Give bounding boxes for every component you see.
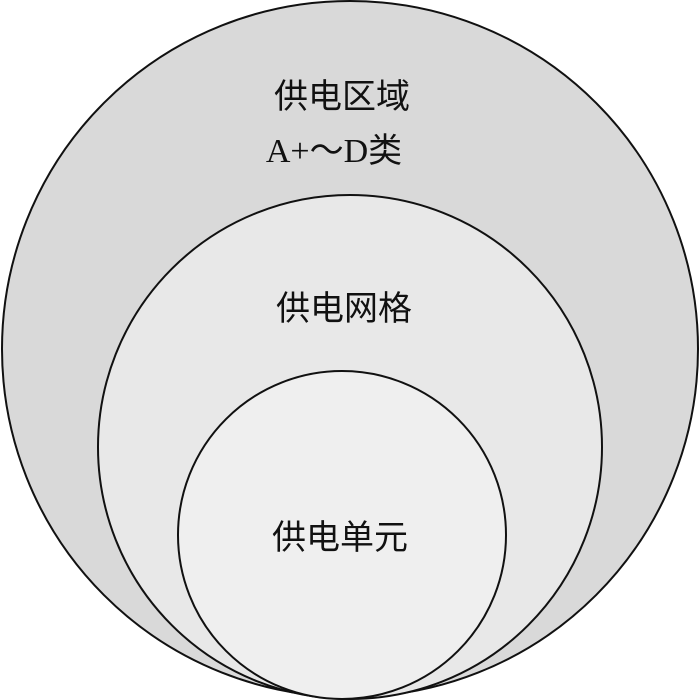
supply-grid-label: 供电网格 xyxy=(276,289,412,329)
supply-unit-circle xyxy=(177,370,507,700)
supply-region-label: 供电区域 xyxy=(274,77,410,117)
supply-region-class-label: A+～D类 xyxy=(266,132,402,170)
supply-unit-label: 供电单元 xyxy=(272,518,408,558)
